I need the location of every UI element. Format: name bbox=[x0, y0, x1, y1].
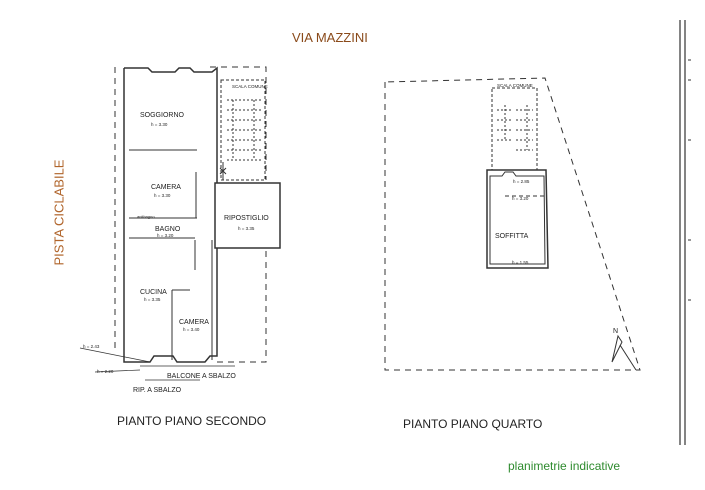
room-label: CAMERA bbox=[151, 184, 181, 191]
svg-text:h = 3.20: h = 3.20 bbox=[512, 196, 529, 201]
svg-text:h = 3.40: h = 3.40 bbox=[183, 327, 200, 332]
svg-text:h = 3.35: h = 3.35 bbox=[238, 226, 255, 231]
street-label: VIA MAZZINI bbox=[292, 30, 368, 45]
interior-walls bbox=[129, 149, 213, 360]
svg-text:h = 3.30: h = 3.30 bbox=[151, 122, 168, 127]
svg-text:h = 3.35: h = 3.35 bbox=[144, 297, 161, 302]
svg-text:antibagno: antibagno bbox=[137, 214, 155, 219]
svg-text:BALCONE A SBALZO: BALCONE A SBALZO bbox=[167, 373, 236, 380]
property-line bbox=[384, 77, 641, 371]
stair-box bbox=[220, 79, 266, 181]
svg-text:SCALA COMUNE: SCALA COMUNE bbox=[497, 83, 533, 88]
room-label: SOFFITTA bbox=[495, 233, 529, 240]
room-label: RIPOSTIGLIO bbox=[224, 215, 269, 222]
svg-text:h = 1.55: h = 1.55 bbox=[512, 260, 529, 265]
property-line-bottom bbox=[217, 250, 267, 363]
svg-text:h = 3.20: h = 3.20 bbox=[157, 233, 174, 238]
svg-text:h = 2.85: h = 2.85 bbox=[513, 179, 530, 184]
svg-text:h = 2.43: h = 2.43 bbox=[83, 344, 100, 349]
outer-wall bbox=[124, 66, 281, 249]
stair-box bbox=[491, 87, 538, 171]
svg-text:SCALA COMUNE: SCALA COMUNE bbox=[232, 84, 268, 89]
soffitta-inner-wall bbox=[489, 171, 546, 265]
outer-wall-2 bbox=[123, 68, 218, 363]
room-label: BAGNO bbox=[155, 226, 181, 233]
street-edge-lines bbox=[679, 20, 691, 445]
plan-second-title: PIANTO PIANO SECONDO bbox=[117, 414, 267, 428]
soffitta-wall bbox=[486, 169, 549, 269]
north-arrow-icon: N bbox=[611, 328, 637, 371]
room-label: SOGGIORNO bbox=[140, 112, 185, 119]
svg-text:RIP. A SBALZO: RIP. A SBALZO bbox=[133, 387, 182, 394]
property-line-top bbox=[210, 66, 267, 180]
room-label: CUCINA bbox=[140, 289, 167, 296]
room-label: CAMERA bbox=[179, 319, 209, 326]
svg-text:h = 3.30: h = 3.30 bbox=[154, 193, 171, 198]
stair-steps bbox=[227, 99, 261, 161]
plan-second: SOGGIORNO h = 3.30 CAMERA h = 3.30 antib… bbox=[79, 66, 281, 394]
door-symbol bbox=[219, 162, 227, 180]
plan-fourth-title: PIANTO PIANO QUARTO bbox=[403, 417, 543, 431]
plan-fourth: SCALA COMUNE SOFFITTA h = 2.85 h = 3.20 … bbox=[384, 77, 641, 371]
footer-note: planimetrie indicative bbox=[508, 459, 621, 473]
svg-text:h = 2.20: h = 2.20 bbox=[97, 369, 114, 374]
leader-lines bbox=[79, 347, 235, 381]
svg-text:N: N bbox=[613, 328, 618, 335]
